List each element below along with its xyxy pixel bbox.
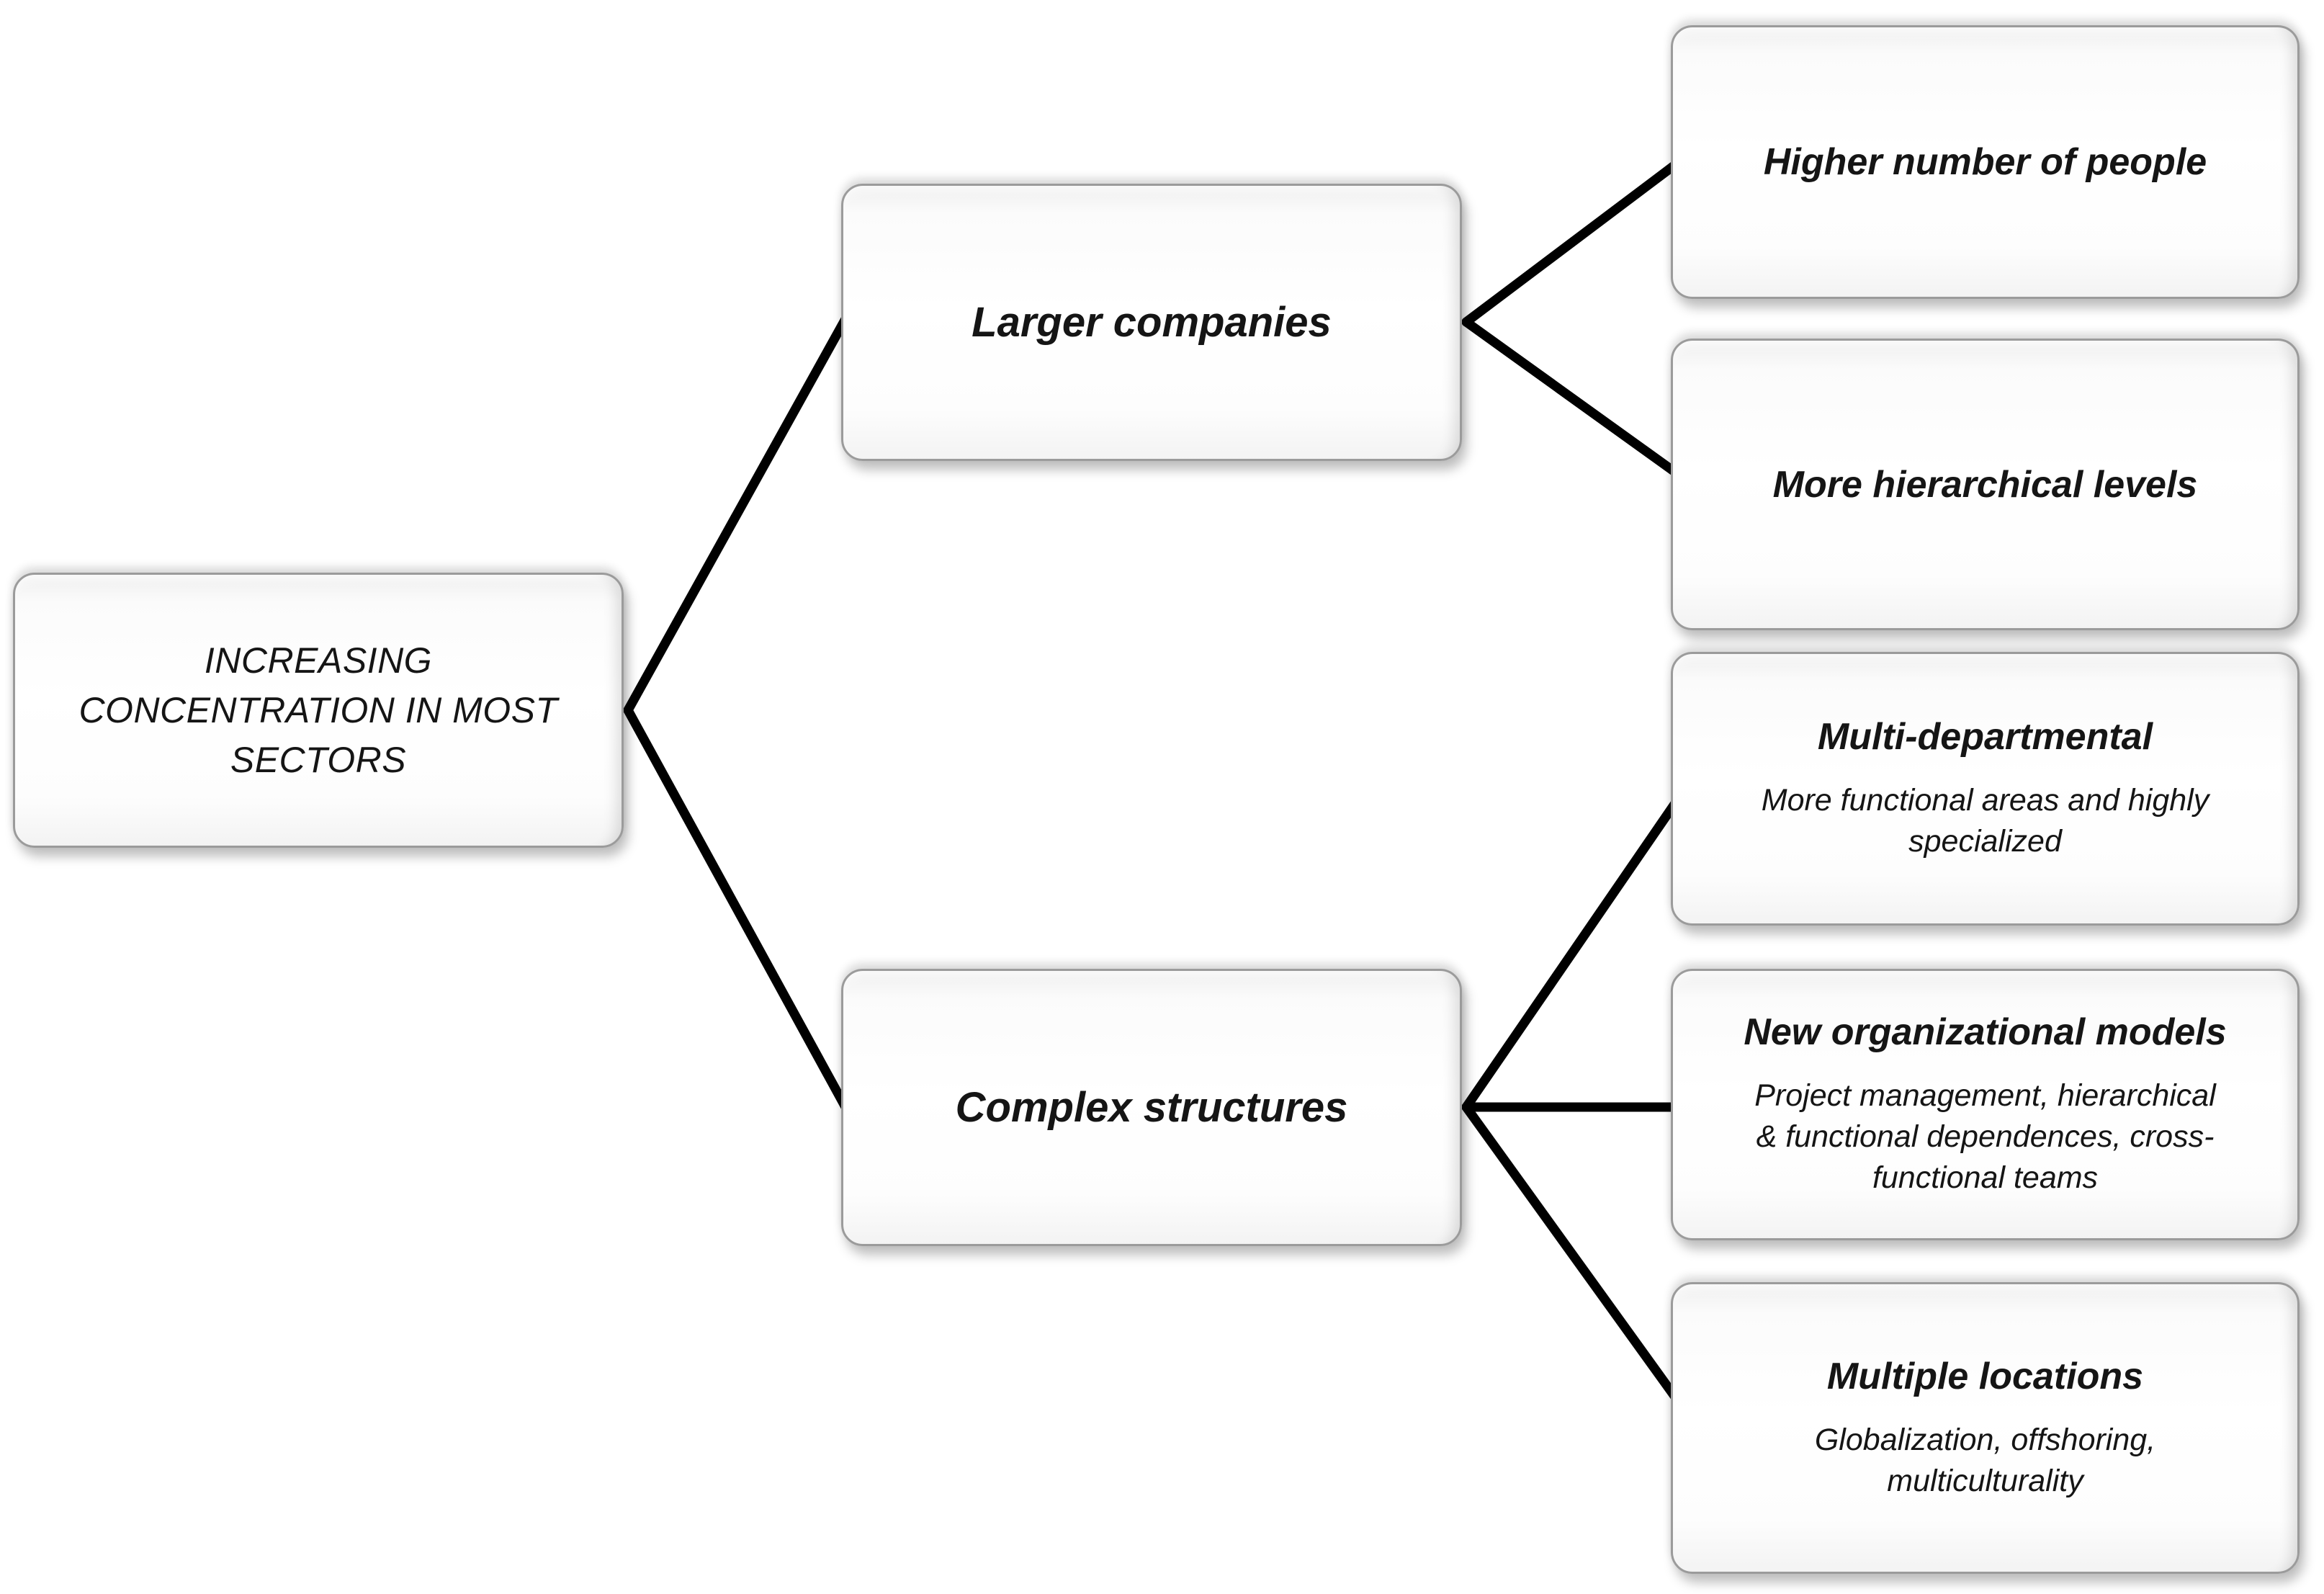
connector-larger-to-higher-number [1461,155,1687,327]
connector-complex-to-multiple-locations [1461,1102,1687,1411]
node-more-hierarchical-levels: More hierarchical levels [1671,339,2300,630]
node-new-organizational-models-title: New organizational models [1744,1011,2227,1054]
connector-complex-to-multidepartmental [1461,789,1687,1112]
node-increasing-concentration-title: INCREASING CONCENTRATION IN MOST SECTORS [78,640,558,780]
connector-larger-to-hierarchical [1461,317,1687,482]
node-more-hierarchical-levels-title: More hierarchical levels [1772,463,2198,506]
node-multiple-locations-subtitle: Globalization, offshoring, multicultural… [1814,1422,2156,1498]
node-increasing-concentration: INCREASING CONCENTRATION IN MOST SECTORS [13,573,624,848]
node-complex-structures-title: Complex structures [955,1084,1348,1131]
node-multi-departmental-title: Multi-departmental [1817,716,2153,758]
node-larger-companies-title: Larger companies [972,299,1332,346]
node-multiple-locations: Multiple locations Globalization, offsho… [1671,1282,2300,1574]
node-complex-structures: Complex structures [841,969,1462,1246]
node-multiple-locations-title: Multiple locations [1826,1355,2144,1397]
node-new-organizational-models: New organizational models Project manage… [1671,969,2300,1240]
node-new-organizational-models-subtitle: Project management, hierarchical & funct… [1754,1078,2216,1195]
node-higher-number-of-people: Higher number of people [1671,25,2300,299]
node-multi-departmental-subtitle: More functional areas and highly special… [1761,783,2209,859]
node-higher-number-of-people-title: Higher number of people [1763,141,2207,183]
connector-root-to-complex-structures [623,705,855,1120]
node-multi-departmental: Multi-departmental More functional areas… [1671,652,2300,926]
node-larger-companies: Larger companies [841,184,1462,461]
connector-root-to-larger-companies [623,306,855,715]
